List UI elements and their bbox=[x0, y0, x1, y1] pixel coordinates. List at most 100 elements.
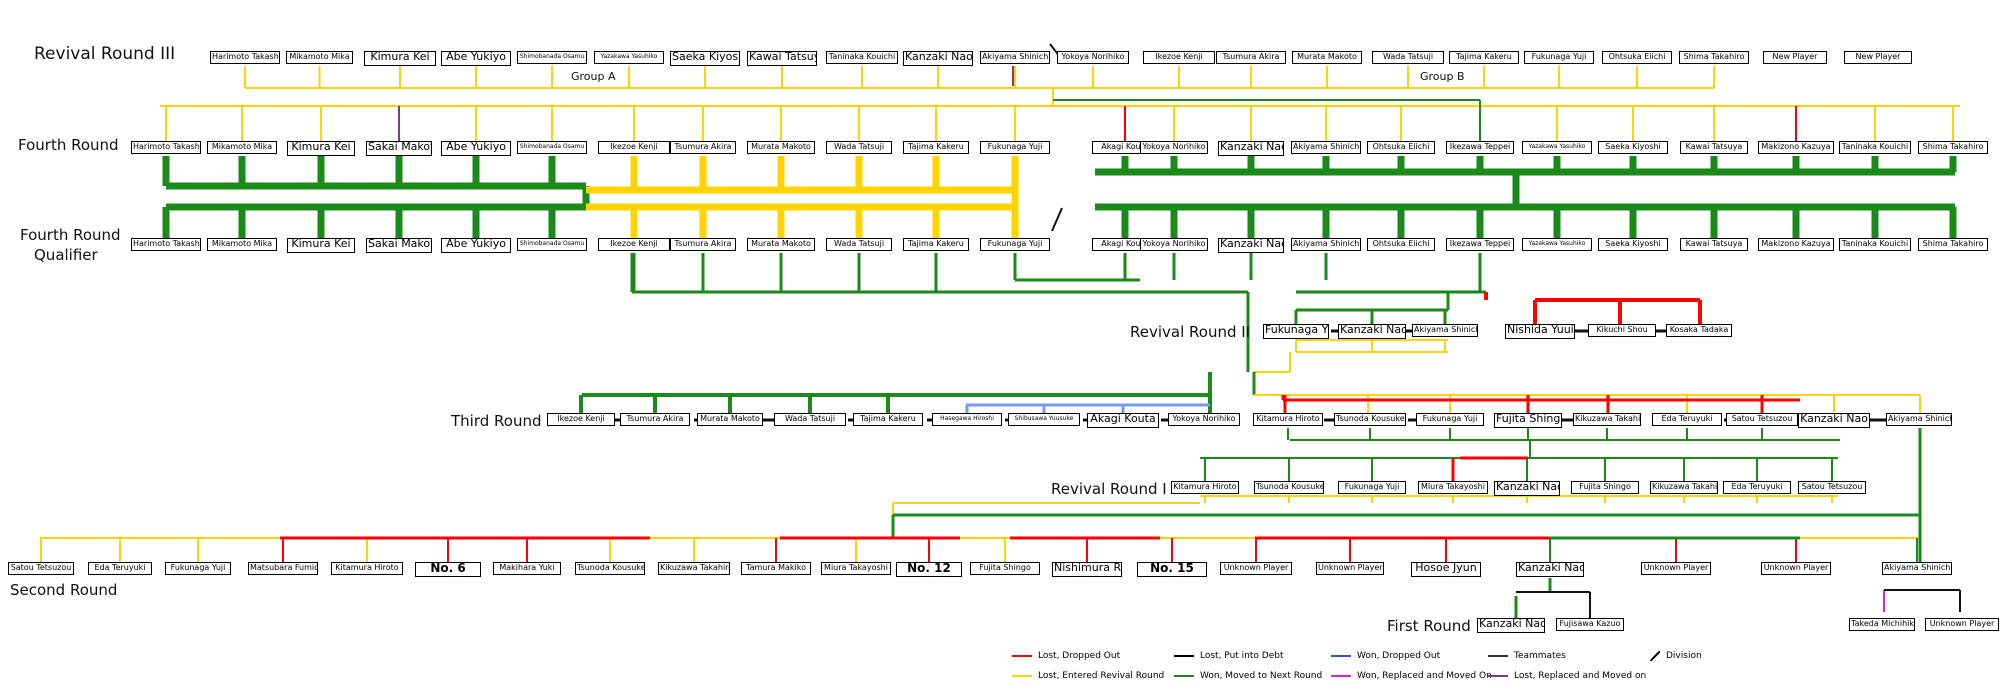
legend-label: Teammates bbox=[1514, 651, 1566, 661]
player-box-revival-3: Saeka Kiyoshi bbox=[670, 51, 740, 66]
player-box-fourth: Akiyama Shinichi bbox=[1291, 141, 1361, 154]
player-box-qualifier: Akiyama Shinichi bbox=[1291, 238, 1361, 251]
player-box-first: Takeda Michihiko bbox=[1849, 618, 1915, 631]
player-box-qualifier: Tsumura Akira bbox=[670, 238, 736, 251]
division-slash-icon bbox=[1650, 651, 1660, 661]
legend-label: Lost, Replaced and Moved on bbox=[1514, 671, 1647, 681]
player-box-second: Unknown Player bbox=[1641, 562, 1711, 575]
player-box-fourth: Kimura Kei bbox=[287, 141, 355, 156]
player-box-revival-3: Ikezoe Kenji bbox=[1143, 51, 1215, 64]
player-box-revival-1: Kanzaki Nao bbox=[1494, 481, 1560, 496]
legend-swatch-icon bbox=[1012, 655, 1032, 657]
player-box-qualifier: Fukunaga Yuji bbox=[980, 238, 1050, 251]
legend-label: Lost, Entered Revival Round bbox=[1038, 671, 1165, 681]
player-box-qualifier: Tajima Kakeru bbox=[903, 238, 969, 251]
player-box-second: Tamura Makiko bbox=[741, 562, 811, 575]
player-box-second: Satou Tetsuzou bbox=[8, 562, 74, 575]
player-box-third: Fukunaga Yuji bbox=[1416, 413, 1484, 426]
player-box-qualifier: Ohtsuka Eiichi bbox=[1367, 238, 1435, 251]
player-box-revival-3: Ohtsuka Eiichi bbox=[1602, 51, 1672, 64]
player-box-first: Fujisawa Kazuo bbox=[1556, 618, 1624, 631]
player-box-qualifier: Taninaka Kouichi bbox=[1839, 238, 1911, 251]
player-box-revival-3: Murata Makoto bbox=[1292, 51, 1362, 64]
player-box-revival-2: Akiyama Shinichi bbox=[1412, 324, 1478, 337]
player-box-qualifier: Ikezoe Kenji bbox=[598, 238, 670, 251]
bracket-line bbox=[1051, 207, 1063, 232]
player-box-second: Akiyama Shinichi bbox=[1882, 562, 1952, 575]
legend-swatch-icon bbox=[1174, 655, 1194, 657]
legend-item: Lost, Replaced and Moved on bbox=[1488, 671, 1646, 681]
player-box-qualifier: Wada Tatsuji bbox=[826, 238, 892, 251]
player-box-third: Kanzaki Nao bbox=[1798, 413, 1870, 428]
player-box-revival-3: Abe Yukiyo bbox=[441, 51, 511, 66]
player-box-fourth: Mikamoto Mika bbox=[207, 141, 277, 154]
player-box-third: Kitamura Hiroto bbox=[1253, 413, 1323, 426]
player-box-revival-2: Fukunaga Yuji bbox=[1263, 324, 1329, 339]
player-box-second: Makihara Yuki bbox=[493, 562, 561, 575]
group-b-label: Group B bbox=[1420, 70, 1465, 83]
legend-item: Won, Replaced and Moved On bbox=[1331, 671, 1492, 681]
player-box-revival-1: Kitamura Hiroto bbox=[1171, 481, 1239, 494]
player-box-revival-1: Miura Takayoshi bbox=[1418, 481, 1488, 494]
player-box-fourth: Saeka Kiyoshi bbox=[1598, 141, 1668, 154]
player-box-revival-3: New Player bbox=[1844, 51, 1912, 64]
legend-label: Lost, Put into Debt bbox=[1200, 651, 1284, 661]
round-label-fourth-qualifier-2: Qualifier bbox=[34, 246, 98, 264]
player-box-second: Kitamura Hiroto bbox=[331, 562, 403, 575]
player-box-qualifier: Yazakawa Yasuhiko bbox=[1522, 238, 1592, 251]
player-box-fourth: Abe Yukiyo bbox=[441, 141, 511, 156]
player-box-revival-3: Kanzaki Nao bbox=[903, 51, 973, 66]
player-box-qualifier: Sakai Makoto bbox=[366, 238, 432, 253]
player-box-second: No. 12 bbox=[896, 562, 962, 577]
player-box-second: Unknown Player bbox=[1316, 562, 1384, 575]
round-label-revival-2: Revival Round II bbox=[1130, 323, 1251, 341]
player-box-fourth: Kanzaki Nao bbox=[1218, 141, 1284, 156]
player-box-revival-3: New Player bbox=[1763, 51, 1827, 64]
player-box-revival-3: Akiyama Shinichi bbox=[980, 51, 1050, 64]
group-a-label: Group A bbox=[571, 70, 616, 83]
legend-swatch-icon bbox=[1488, 655, 1508, 657]
player-box-revival-3: Mikamoto Mika bbox=[286, 51, 353, 64]
player-box-third: Shibusawa Yuusuke bbox=[1008, 413, 1080, 426]
player-box-revival-2: Kanzaki Nao bbox=[1338, 324, 1406, 339]
player-box-second: No. 6 bbox=[415, 562, 481, 577]
round-label-third: Third Round bbox=[451, 412, 542, 430]
player-box-revival-1: Fujita Shingo bbox=[1571, 481, 1639, 494]
player-box-revival-1: Fukunaga Yuji bbox=[1338, 481, 1406, 494]
player-box-first: Kanzaki Nao bbox=[1477, 618, 1545, 633]
player-box-fourth: Sakai Makoto bbox=[366, 141, 432, 156]
player-box-qualifier: Shima Takahiro bbox=[1918, 238, 1988, 251]
player-box-qualifier: Harimoto Takashi bbox=[131, 238, 201, 251]
round-label-revival-3: Revival Round III bbox=[34, 44, 176, 64]
round-label-revival-1: Revival Round I bbox=[1051, 480, 1167, 498]
player-box-second: Nishimura Reina bbox=[1052, 562, 1122, 577]
player-box-revival-3: Yokoya Norihiko bbox=[1057, 51, 1129, 64]
legend-label: Won, Replaced and Moved On bbox=[1357, 671, 1492, 681]
legend-swatch-icon bbox=[1331, 675, 1351, 677]
player-box-second: Tsunoda Kousuke bbox=[575, 562, 645, 575]
player-box-qualifier: Yokoya Norihiko bbox=[1140, 238, 1208, 251]
player-box-revival-1: Eda Teruyuki bbox=[1723, 481, 1791, 494]
player-box-second: Unknown Player bbox=[1220, 562, 1292, 575]
player-box-revival-1: Kikuzawa Takahiro bbox=[1650, 481, 1718, 494]
legend-label: Won, Moved to Next Round bbox=[1200, 671, 1323, 681]
player-box-fourth: Wada Tatsuji bbox=[826, 141, 892, 154]
player-box-qualifier: Kimura Kei bbox=[287, 238, 355, 253]
round-label-fourth: Fourth Round bbox=[18, 136, 119, 154]
legend-item: Won, Dropped Out bbox=[1331, 651, 1440, 661]
player-box-fourth: Shima Takahiro bbox=[1918, 141, 1988, 154]
legend-item: Lost, Dropped Out bbox=[1012, 651, 1120, 661]
player-box-fourth: Makizono Kazuya bbox=[1758, 141, 1834, 154]
player-box-qualifier: Ikezawa Teppei bbox=[1446, 238, 1514, 251]
player-box-second: Miura Takayoshi bbox=[821, 562, 891, 575]
player-box-revival-3: Shima Takahiro bbox=[1679, 51, 1749, 64]
player-box-revival-2: Kikuchi Shou bbox=[1588, 324, 1656, 337]
player-box-second: Eda Teruyuki bbox=[88, 562, 152, 575]
player-box-revival-3: Kimura Kei bbox=[364, 51, 436, 66]
player-box-third: Tsunoda Kousuke bbox=[1334, 413, 1406, 426]
player-box-third: Akiyama Shinichi bbox=[1886, 413, 1952, 426]
player-box-second: Matsubara Fumio bbox=[248, 562, 318, 575]
legend-swatch-icon bbox=[1331, 655, 1351, 657]
player-box-qualifier: Shimobanada Osamu bbox=[517, 238, 587, 251]
